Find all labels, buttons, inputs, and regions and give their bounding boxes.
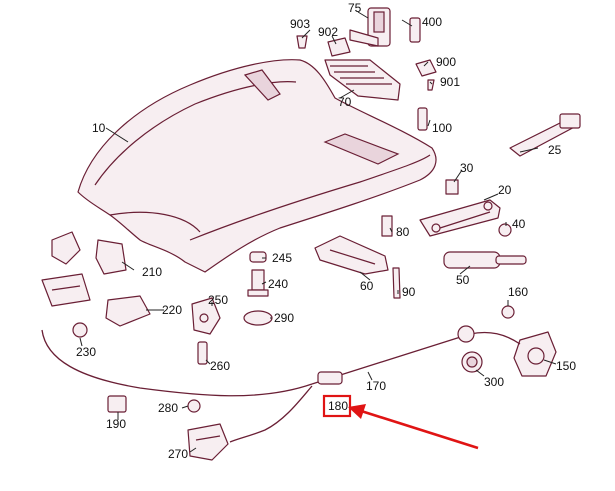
label-160: 160	[508, 285, 528, 299]
center-brackets	[191, 297, 221, 365]
release-cable	[41, 325, 521, 443]
label-180: 180	[328, 399, 348, 413]
label-230: 230	[76, 345, 96, 359]
label-300: 300	[484, 375, 504, 389]
label-90: 90	[402, 285, 416, 299]
left-brackets	[41, 231, 151, 338]
label-280: 280	[158, 401, 178, 415]
part-labels: 75 400 903 902 900 901 70 100 10 25 30 2…	[76, 1, 576, 461]
right-latch	[461, 305, 557, 377]
highlight-arrow-head	[348, 404, 366, 419]
label-290: 290	[274, 311, 294, 325]
label-270: 270	[168, 447, 188, 461]
label-901: 901	[440, 75, 460, 89]
label-902: 902	[318, 25, 338, 39]
label-250: 250	[208, 293, 228, 307]
label-10: 10	[92, 121, 106, 135]
top-hinge-cluster	[296, 7, 437, 131]
label-30: 30	[460, 161, 474, 175]
label-100: 100	[432, 121, 452, 135]
label-170: 170	[366, 379, 386, 393]
lock-bracket	[314, 235, 401, 299]
label-190: 190	[106, 417, 126, 431]
label-903: 903	[290, 17, 310, 31]
label-260: 260	[210, 359, 230, 373]
label-40: 40	[512, 217, 526, 231]
label-400: 400	[422, 15, 442, 29]
label-900: 900	[436, 55, 456, 69]
label-210: 210	[142, 265, 162, 279]
hinge-assembly	[381, 179, 527, 269]
prop-rod	[509, 113, 581, 157]
label-75: 75	[348, 1, 362, 15]
label-245: 245	[272, 251, 292, 265]
center-fasteners	[243, 251, 273, 326]
label-25: 25	[548, 143, 562, 157]
label-240: 240	[268, 277, 288, 291]
label-220: 220	[162, 303, 182, 317]
label-80: 80	[396, 225, 410, 239]
label-150: 150	[556, 359, 576, 373]
label-20: 20	[498, 183, 512, 197]
bottom-parts	[107, 395, 229, 461]
highlight-annotation	[322, 394, 479, 450]
highlight-arrow-shaft	[357, 408, 479, 450]
leader-lines	[79, 11, 557, 453]
hood-panel	[77, 59, 437, 273]
label-60: 60	[360, 279, 374, 293]
highlight-box	[322, 394, 352, 418]
label-70: 70	[338, 95, 352, 109]
label-50: 50	[456, 273, 470, 287]
